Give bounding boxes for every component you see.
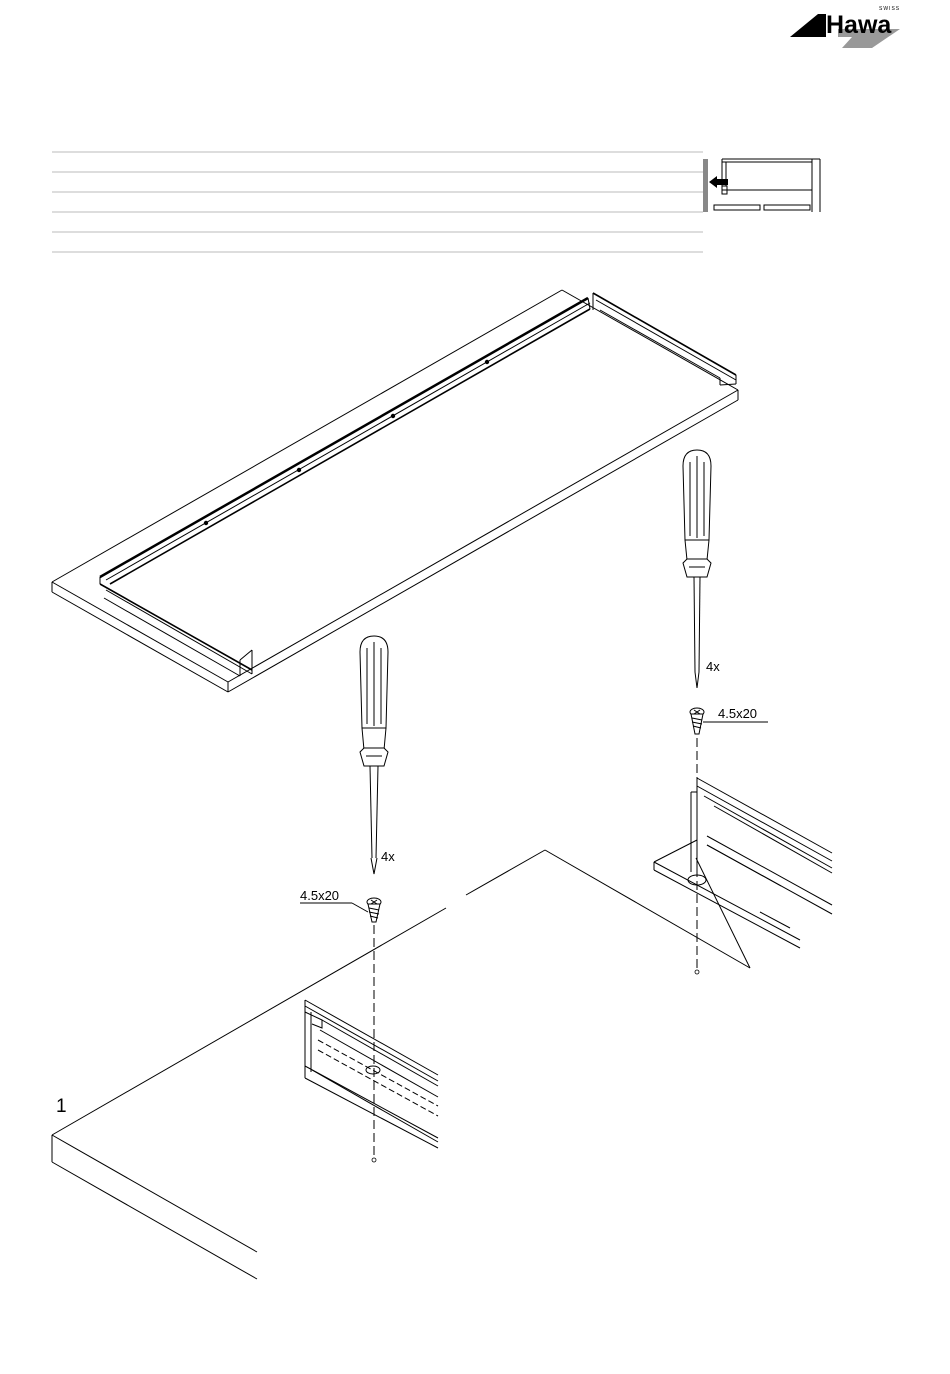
cabinet-section-thumbnail xyxy=(703,159,820,212)
right-screw-size-label: 4.5x20 xyxy=(718,706,757,721)
door-panel-highlight xyxy=(703,159,708,212)
screw-icon xyxy=(367,898,381,922)
left-quantity-label: 4x xyxy=(381,849,395,864)
screwdriver-icon xyxy=(360,636,388,874)
short-rail-right xyxy=(593,293,736,385)
logo-tagline: SWISS xyxy=(879,6,900,12)
screwdriver-icon xyxy=(683,450,711,688)
left-screw-leader xyxy=(300,903,368,912)
rail-detail-left xyxy=(305,1000,438,1148)
header-rules xyxy=(52,152,703,252)
logo-wordmark: Hawa xyxy=(826,11,892,39)
step-number: 1 xyxy=(56,1096,67,1117)
hawa-logo: Hawa SWISS xyxy=(790,6,900,48)
panel-with-rails xyxy=(52,290,738,692)
rail-detail-right xyxy=(654,778,832,968)
screw-icon xyxy=(690,708,704,734)
long-rail xyxy=(100,298,590,584)
left-screw-size-label: 4.5x20 xyxy=(300,888,339,903)
right-quantity-label: 4x xyxy=(706,659,720,674)
